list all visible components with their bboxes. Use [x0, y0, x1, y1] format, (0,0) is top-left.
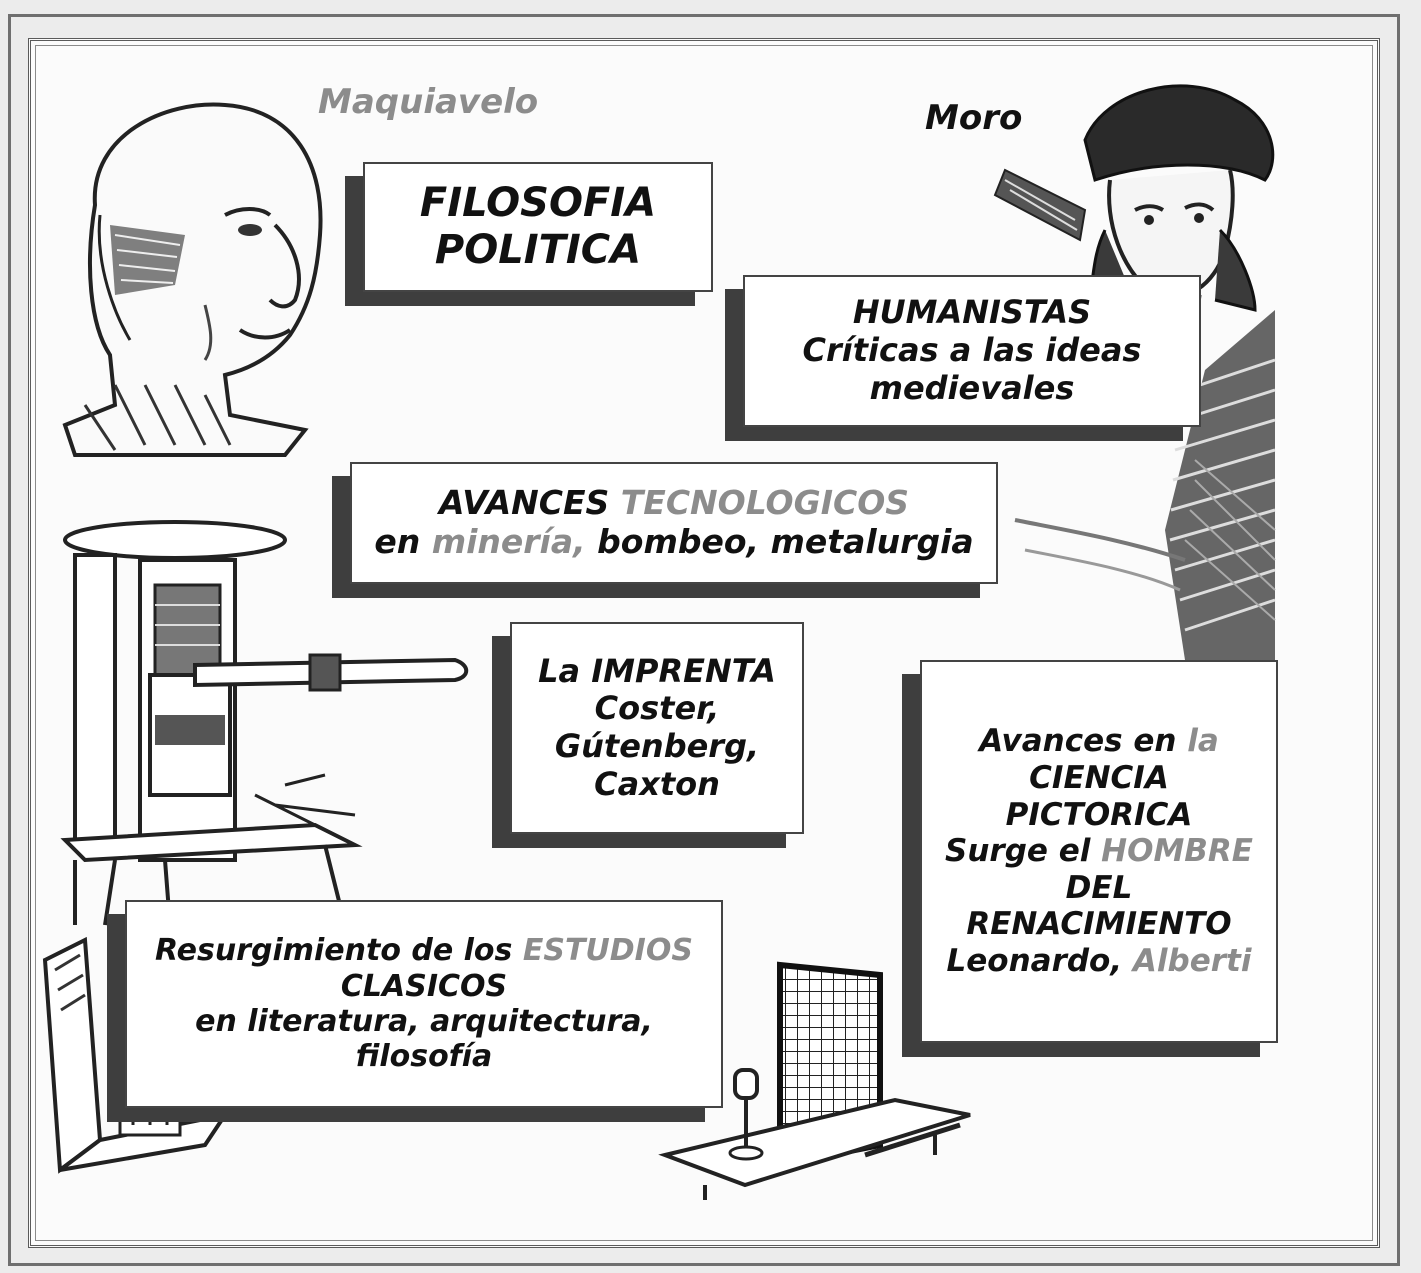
filosofia-politica-box: FILOSOFIA POLITICA — [363, 162, 713, 292]
avances-line-1: AVANCES TECNOLOGICOS — [438, 483, 910, 523]
imprenta-line-3: Gútenberg, — [554, 727, 760, 765]
avances-en-text: Avances en — [979, 723, 1177, 760]
clasicos-line-1: Resurgimiento de los ESTUDIOS — [155, 933, 693, 968]
humanistas-line-3: medievales — [869, 368, 1075, 407]
outer-frame — [8, 14, 1400, 1266]
humanistas-line-1: HUMANISTAS — [852, 293, 1092, 332]
surge-el-text: Surge el — [945, 833, 1091, 870]
filosofia-line-2: POLITICA — [434, 227, 642, 273]
clasicos-line-3: en literatura, arquitectura, — [195, 1004, 653, 1039]
perspective-grid-illustration — [658, 961, 971, 1200]
ciencia-line-2: CIENCIA — [1029, 760, 1169, 797]
avances-tecnologicos-box: AVANCES TECNOLOGICOS en minería, bombeo,… — [350, 462, 998, 584]
bombeo-metalurgia-text: bombeo, metalurgia — [597, 522, 974, 561]
maquiavelo-label: Maquiavelo — [318, 82, 539, 122]
tecnologicos-word: TECNOLOGICOS — [620, 483, 910, 523]
ciencia-line-7: Leonardo, Alberti — [947, 943, 1252, 980]
humanistas-box: HUMANISTAS Críticas a las ideas medieval… — [743, 275, 1201, 427]
en-word: en — [374, 522, 421, 561]
imprenta-line-2: Coster, — [594, 689, 720, 728]
ciencia-line-5: DEL — [1065, 869, 1133, 906]
maquiavelo-portrait-illustration — [62, 102, 323, 457]
humanistas-line-2: Críticas a las ideas — [802, 331, 1142, 370]
ciencia-line-6: RENACIMIENTO — [966, 906, 1232, 943]
moro-label: Moro — [925, 98, 1023, 138]
resurgimiento-text: Resurgimiento de los — [155, 933, 513, 969]
filosofia-line-1: FILOSOFIA — [419, 179, 657, 226]
moro-portrait-illustration — [993, 84, 1276, 660]
hombre-word: HOMBRE — [1101, 833, 1253, 870]
alberti-word: Alberti — [1132, 942, 1252, 979]
estudios-clasicos-box: Resurgimiento de los ESTUDIOS CLASICOS e… — [125, 900, 723, 1108]
avances-word: AVANCES — [438, 483, 610, 523]
ciencia-line-1: Avances en la — [979, 723, 1219, 760]
estudios-word: ESTUDIOS — [522, 933, 693, 969]
clasicos-line-4: filosofía — [355, 1039, 493, 1075]
clasicos-line-2: CLASICOS — [340, 968, 508, 1004]
leonardo-text: Leonardo, — [946, 942, 1123, 979]
ciencia-line-3: PICTORICA — [1005, 796, 1193, 833]
avances-line-2: en minería, bombeo, metalurgia — [374, 522, 974, 562]
printing-press-illustration — [60, 520, 469, 926]
ciencia-pictorica-box: Avances en la CIENCIA PICTORICA Surge el… — [920, 660, 1278, 1043]
la-word: la — [1187, 723, 1219, 760]
imprenta-line-4: Caxton — [594, 764, 720, 803]
imprenta-line-1: La IMPRENTA — [538, 651, 776, 690]
ciencia-line-4: Surge el HOMBRE — [945, 833, 1253, 870]
mineria-word: minería, — [431, 522, 586, 561]
imprenta-box: La IMPRENTA Coster, Gútenberg, Caxton — [510, 622, 804, 834]
